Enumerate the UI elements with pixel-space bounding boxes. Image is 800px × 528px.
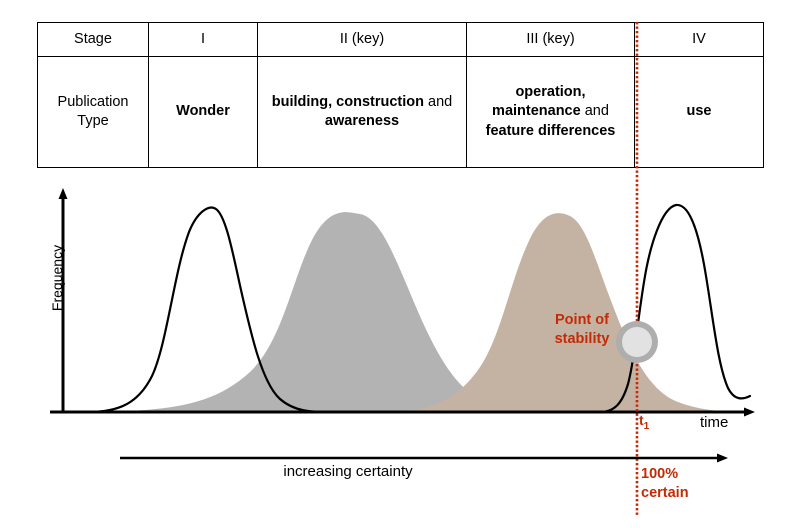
point-of-stability-label: Point of stability (534, 311, 630, 348)
point-of-stability-line-2: stability (554, 330, 610, 347)
header-cell-stage-4: IV (634, 22, 764, 57)
t1-axis-tick-label: t1 (639, 412, 649, 432)
cell-stage-3-text-conjunction: and (580, 103, 609, 120)
curve-stage-3-tan (386, 213, 760, 413)
filled-curves-group (105, 212, 760, 413)
curve-stage-4-outline (598, 203, 752, 414)
header-cell-stage-1: I (148, 22, 258, 57)
curve-stage-1-outline (86, 206, 332, 414)
cell-stage-2-publications: building, construction and awareness (257, 56, 467, 168)
percent-certain-label: 100% certain (641, 465, 731, 503)
table-body-row: Publication Type Wonder building, constr… (37, 56, 764, 168)
row-label-publication-type: Publication Type (37, 56, 149, 168)
header-cell-stage: Stage (37, 22, 149, 57)
cell-stage-4-publications: use (634, 56, 764, 168)
row-label-line-1: Publication (57, 93, 129, 110)
cell-stage-4-text: use (686, 103, 712, 120)
increasing-certainty-label: increasing certainty (283, 463, 413, 480)
t1-base: t (639, 412, 644, 428)
percent-certain-line-1: 100% (641, 466, 679, 482)
cell-stage-3-publications: operation, maintenance and feature diffe… (466, 56, 635, 168)
cell-stage-2-text-bold-b: awareness (324, 113, 400, 129)
t1-subscript: 1 (643, 420, 650, 432)
cell-stage-2-text-bold-a: building, construction (271, 93, 424, 110)
point-of-stability-ring-inner (622, 327, 652, 357)
percent-certain-line-2: certain (641, 484, 689, 501)
cell-stage-2-text-conjunction: and (424, 93, 453, 110)
table-header-row: Stage I II (key) III (key) IV (37, 22, 764, 57)
row-label-line-2: Type (77, 113, 109, 129)
cell-stage-1-publications: Wonder (148, 56, 258, 168)
curve-stage-2-gray (105, 212, 600, 413)
point-of-stability-line-1: Point of (555, 312, 609, 328)
x-axis-label: time (700, 414, 729, 431)
cell-stage-1-text: Wonder (176, 103, 230, 120)
y-axis-label: Frequency (49, 244, 65, 312)
stage-matrix-table: Stage I II (key) III (key) IV Publicatio… (37, 22, 764, 168)
cell-stage-3-text-bold-a: operation, maintenance (492, 84, 586, 120)
cell-stage-3-text-bold-b: feature differences (485, 122, 616, 139)
